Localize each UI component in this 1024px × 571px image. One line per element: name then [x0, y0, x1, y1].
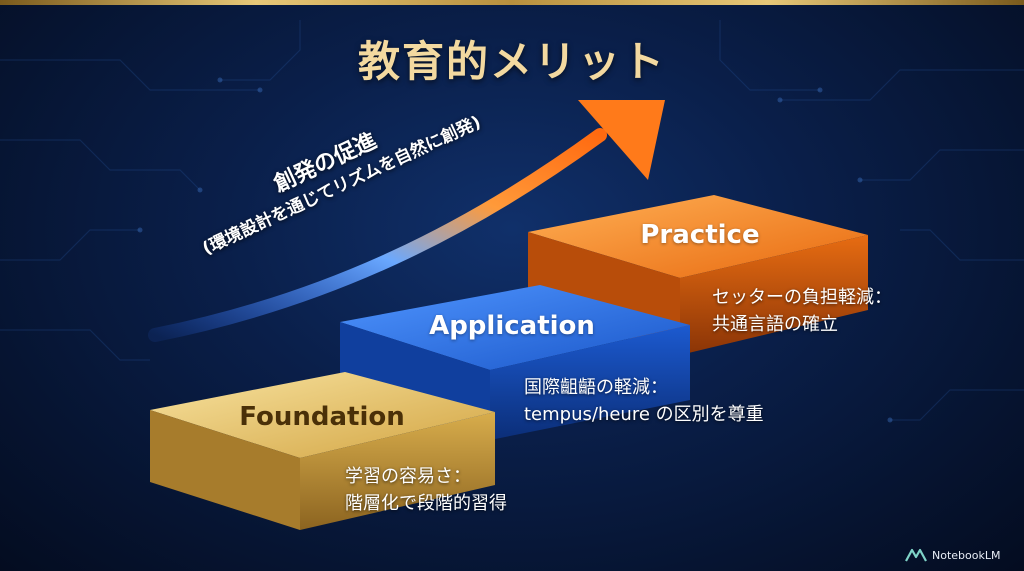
foundation-desc-line2: 階層化で段階的習得	[345, 493, 507, 514]
practice-desc-line1: セッターの負担軽減：	[712, 287, 892, 308]
practice-description: セッターの負担軽減： 共通言語の確立	[712, 284, 892, 338]
growth-arrow	[148, 100, 665, 342]
step-label-application: Application	[429, 311, 595, 341]
top-rule	[0, 0, 1024, 5]
application-desc-line2: tempus/heure の区別を尊重	[524, 404, 764, 425]
step-label-foundation: Foundation	[239, 402, 405, 432]
application-desc-line1: 国際齟齬の軽減：	[524, 377, 668, 398]
foundation-desc-line1: 学習の容易さ：	[345, 466, 471, 487]
application-description: 国際齟齬の軽減： tempus/heure の区別を尊重	[524, 374, 764, 428]
practice-desc-line2: 共通言語の確立	[712, 314, 838, 335]
step-label-practice: Practice	[640, 220, 760, 250]
foundation-description: 学習の容易さ： 階層化で段階的習得	[345, 463, 507, 517]
page-title: 教育的メリット	[357, 37, 666, 86]
step-foundation	[150, 372, 495, 530]
notebooklm-watermark: NotebookLM	[904, 546, 1000, 564]
notebooklm-icon	[905, 548, 927, 562]
watermark-text: NotebookLM	[932, 548, 1001, 562]
